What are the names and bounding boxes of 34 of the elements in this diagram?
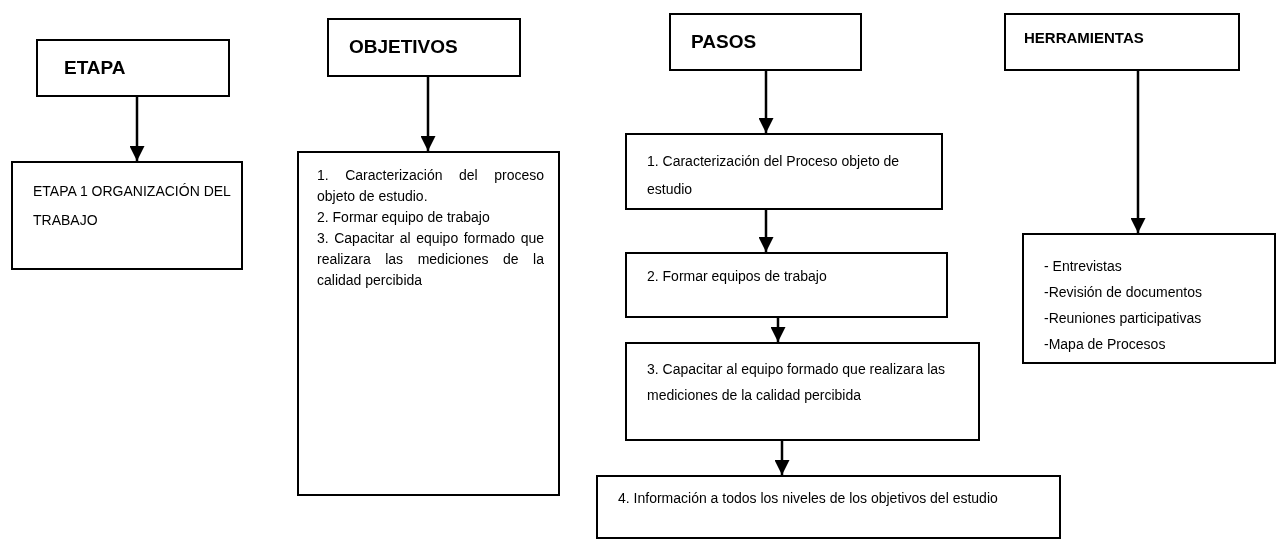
header-text: ETAPA [64, 57, 127, 78]
box-text: -Reuniones participativas [1044, 309, 1203, 328]
box-text: ETAPA 1 ORGANIZACIÓN DEL TRABAJO [33, 182, 232, 230]
process-box [11, 161, 243, 270]
process-box [625, 252, 948, 318]
process-box [625, 342, 980, 441]
box-text: 1. Caracterización del Proceso objeto de estudio [647, 152, 901, 199]
process-box [625, 133, 943, 210]
header-box [1004, 13, 1240, 71]
arrow [758, 71, 774, 133]
arrow [774, 441, 790, 475]
arrow [770, 318, 786, 342]
header-box [669, 13, 862, 71]
arrow [1130, 71, 1146, 233]
box-text: 3. Capacitar al equipo formado que realizara las mediciones de la calidad percibida [647, 360, 947, 405]
box-text: -Revisión de documentos [1044, 283, 1203, 302]
header-box [327, 18, 521, 77]
header-text: HERRAMIENTAS [1024, 28, 1145, 48]
arrow [420, 77, 436, 151]
box-text: 2. Formar equipos de trabajo [647, 267, 828, 286]
header-text: OBJETIVOS [349, 36, 459, 57]
arrow [129, 97, 145, 161]
box-text: -Mapa de Procesos [1044, 335, 1167, 354]
header-text: PASOS [691, 31, 758, 52]
box-text: - Entrevistas [1044, 257, 1123, 276]
box-text: 4. Información a todos los niveles de los objetivos del estudio [618, 489, 999, 508]
process-box [297, 151, 560, 496]
box-text: 3. Capacitar al equipo formado que realizara las mediciones de la calidad percibida [317, 229, 544, 290]
process-box [1022, 233, 1276, 364]
arrow [758, 210, 774, 252]
header-box [36, 39, 230, 97]
process-box [596, 475, 1061, 539]
box-text: 1. Caracterización del proceso objeto de estudio. [317, 166, 544, 206]
box-text: 2. Formar equipo de trabajo [317, 208, 491, 227]
